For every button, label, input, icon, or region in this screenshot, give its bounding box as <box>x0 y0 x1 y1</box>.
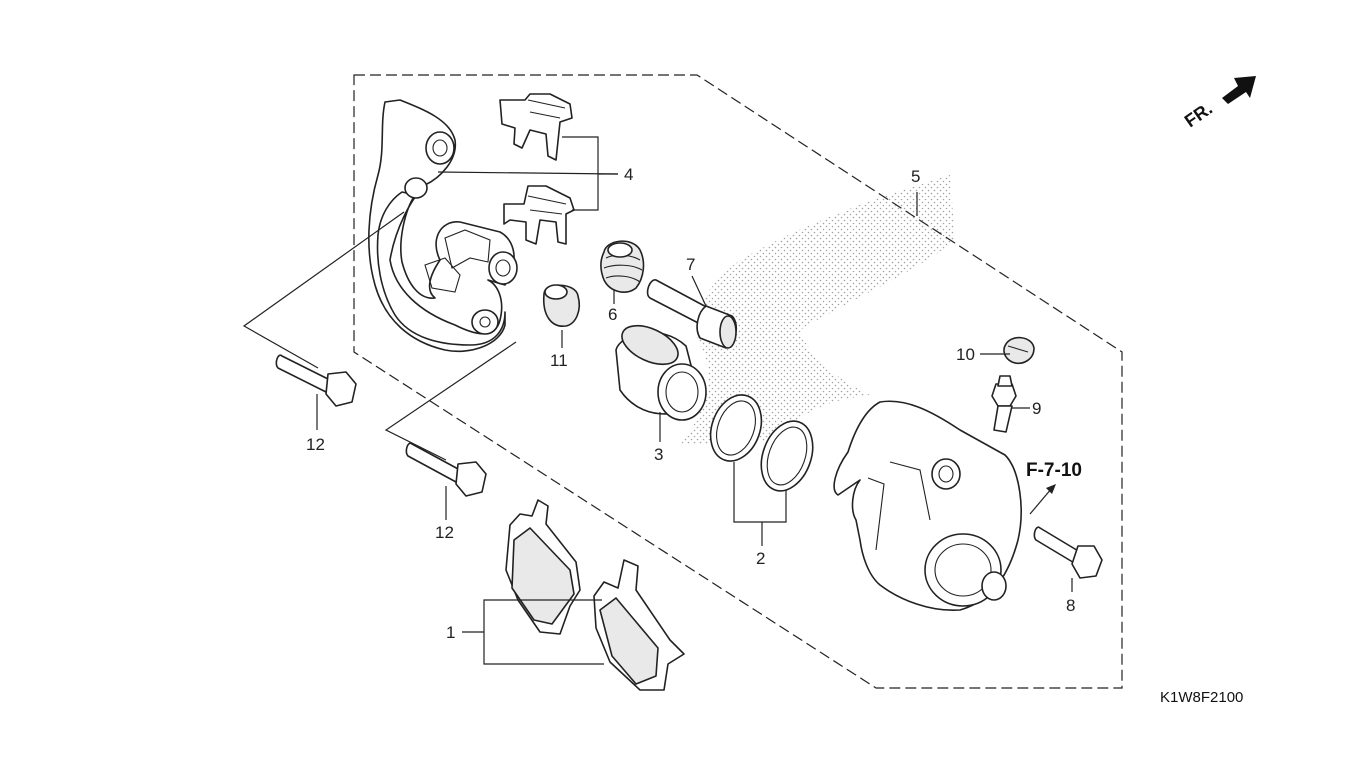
reference-label: F-7-10 <box>1026 460 1082 481</box>
part-label-1: 1 <box>446 623 455 642</box>
brake-pad-rear <box>593 559 685 691</box>
caliper-body <box>833 400 1022 611</box>
pad-retainer-upper <box>499 93 573 161</box>
dust-seal <box>760 420 814 492</box>
part-label-11: 11 <box>550 351 568 370</box>
piston-3 <box>615 324 707 421</box>
part-label-5: 5 <box>911 167 920 186</box>
front-marker-label: FR. <box>1181 98 1216 131</box>
part-label-8: 8 <box>1066 596 1075 615</box>
part-label-10: 10 <box>956 345 975 364</box>
front-direction-arrow-icon <box>1222 76 1256 104</box>
bolt-12-lower <box>405 442 487 497</box>
part-label-4: 4 <box>624 165 633 184</box>
part-label-9: 9 <box>1032 399 1041 418</box>
leader-lines <box>242 136 1073 665</box>
pin-boot-6 <box>600 240 645 293</box>
diagram-code: K1W8F2100 <box>1160 689 1243 706</box>
part-label-7: 7 <box>686 255 695 274</box>
caliper-bracket <box>368 99 518 352</box>
part-label-2: 2 <box>756 549 765 568</box>
part-label-12-lower: 12 <box>435 523 454 542</box>
piston-seal <box>709 394 763 462</box>
bleeder-screw-9 <box>991 375 1017 433</box>
brake-pad-front <box>505 499 581 635</box>
part-label-6: 6 <box>608 305 617 324</box>
bleeder-cap-10 <box>1003 336 1035 364</box>
pin-bolt-7 <box>646 279 738 349</box>
wing-watermark <box>680 175 955 445</box>
part-label-12-upper: 12 <box>306 435 325 454</box>
part-label-3: 3 <box>654 445 663 464</box>
boot-11 <box>542 284 581 327</box>
bolt-8 <box>1033 526 1103 579</box>
caliper-assembly-boundary <box>353 74 1123 689</box>
pad-retainer-lower <box>503 185 575 245</box>
bolt-12-upper <box>275 354 357 407</box>
